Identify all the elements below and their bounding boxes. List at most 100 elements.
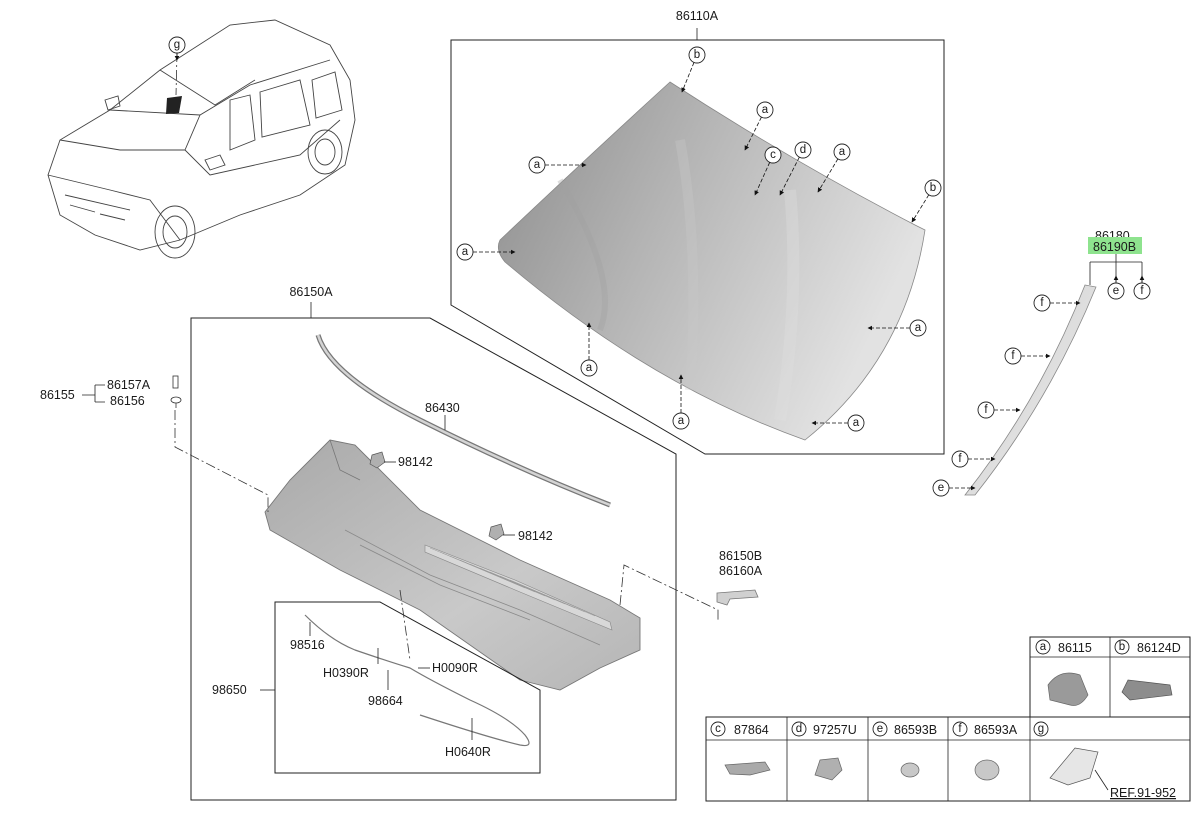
callout-a-2: a [744, 101, 774, 151]
side-cover [716, 589, 759, 606]
callout-a-5: a [817, 143, 851, 193]
part-86124D-icon [1121, 679, 1173, 701]
part-86593B-icon [900, 762, 920, 778]
nozzle-1-label: 98142 [398, 455, 433, 469]
washer-hose [304, 614, 530, 747]
svg-text:a: a [462, 246, 469, 258]
callout-circles: g b a c d a b a a a a a a f e f f f f e [168, 36, 1151, 497]
legend-cell-a: a 86115 [1035, 639, 1092, 706]
callout-e-19: e [932, 479, 976, 497]
svg-text:a: a [915, 322, 922, 334]
callout-a-8: a [456, 243, 516, 261]
part-87864-icon [724, 761, 771, 776]
ref-label: REF.91-952 [1110, 786, 1176, 800]
svg-text:a: a [534, 159, 541, 171]
svg-text:f: f [958, 453, 962, 465]
legend-cell-e: e 86593B [872, 721, 937, 778]
svg-text:f: f [1011, 350, 1015, 362]
cowl-frame [190, 317, 677, 801]
vehicle-illustration [47, 19, 356, 259]
svg-text:b: b [930, 182, 936, 194]
callout-f-17: f [977, 401, 1021, 419]
svg-text:f: f [1140, 285, 1144, 297]
a-pillar-molding [964, 284, 1097, 496]
svg-text:c: c [770, 149, 776, 161]
svg-text:86124D: 86124D [1137, 641, 1181, 655]
svg-text:a: a [678, 415, 685, 427]
hose-subframe [274, 601, 541, 774]
svg-text:86593B: 86593B [894, 723, 937, 737]
svg-text:a: a [853, 417, 860, 429]
svg-text:f: f [958, 723, 962, 735]
svg-text:b: b [1119, 641, 1125, 653]
windshield-glass [497, 81, 926, 441]
screw-86157A [172, 375, 179, 389]
svg-text:a: a [1040, 641, 1047, 653]
hose-1-label: H0390R [323, 666, 369, 680]
callout-a-11: a [672, 374, 690, 430]
screw-group-label: 86155 [40, 388, 75, 402]
svg-text:d: d [800, 144, 806, 156]
svg-text:a: a [586, 362, 593, 374]
svg-text:86115: 86115 [1058, 641, 1092, 655]
washer-nozzle-1 [369, 451, 386, 469]
legend-table [705, 636, 1191, 802]
callout-b-6: b [911, 179, 942, 223]
svg-text:e: e [938, 482, 944, 494]
nozzle-2-label: 98142 [518, 529, 553, 543]
seal-label: 86430 [425, 401, 460, 415]
legend-cell-b: b 86124D [1114, 639, 1181, 701]
legend-cell-f: f 86593A [952, 721, 1018, 781]
svg-text:a: a [839, 146, 846, 158]
callout-a-10: a [867, 319, 927, 337]
callout-a-9: a [580, 322, 598, 377]
camera-module-marker [166, 96, 182, 114]
callout-f-18: f [951, 450, 996, 468]
windshield-label: 86110A [676, 9, 719, 23]
washer-nozzle-2 [488, 523, 505, 541]
svg-text:87864: 87864 [734, 723, 769, 737]
legend-cell-g: g REF.91-952 [1033, 721, 1176, 800]
svg-text:a: a [762, 104, 769, 116]
screw-b-label: 86156 [110, 394, 145, 408]
callout-f-16: f [1004, 347, 1051, 365]
svg-text:e: e [1113, 285, 1119, 297]
svg-text:86593A: 86593A [974, 723, 1018, 737]
callout-g-0: g [168, 36, 186, 61]
legend-cell-c: c 87864 [710, 721, 771, 776]
svg-text:g: g [1038, 723, 1044, 735]
hose-3-label: H0640R [445, 745, 491, 759]
svg-text:97257U: 97257U [813, 723, 857, 737]
callout-b-1: b [681, 46, 706, 93]
callout-f-13: f [1033, 294, 1081, 312]
connector-label: 98664 [368, 694, 403, 708]
callout-a-7: a [528, 156, 587, 174]
clip-86156 [170, 396, 182, 408]
svg-text:g: g [174, 39, 180, 51]
windshield-frame [450, 39, 945, 455]
side-cover-b-label: 86160A [719, 564, 763, 578]
svg-text:f: f [1040, 297, 1044, 309]
svg-text:c: c [715, 723, 721, 735]
screw-a-label: 86157A [107, 378, 151, 392]
callout-c-3: c [754, 146, 782, 196]
hose-assembly-label: 98650 [212, 683, 247, 697]
cowl-label: 86150A [289, 285, 333, 299]
svg-text:f: f [984, 404, 988, 416]
callout-a-12: a [811, 414, 865, 432]
callout-d-4: d [779, 141, 812, 196]
cowl-grille [424, 544, 613, 631]
svg-text:e: e [877, 723, 883, 735]
svg-text:d: d [796, 723, 802, 735]
callout-e-14: e [1107, 275, 1125, 300]
side-cover-a-label: 86150B [719, 549, 762, 563]
callout-f-15: f [1133, 275, 1151, 300]
molding-b-label: 86190B [1093, 240, 1136, 254]
cowl-top-cover [264, 439, 641, 691]
part-97257U-icon [814, 757, 843, 781]
part-86593A-icon [974, 759, 1000, 781]
camera-module-icon [1049, 747, 1099, 786]
part-86115-icon [1047, 672, 1089, 706]
check-valve-label: 98516 [290, 638, 325, 652]
